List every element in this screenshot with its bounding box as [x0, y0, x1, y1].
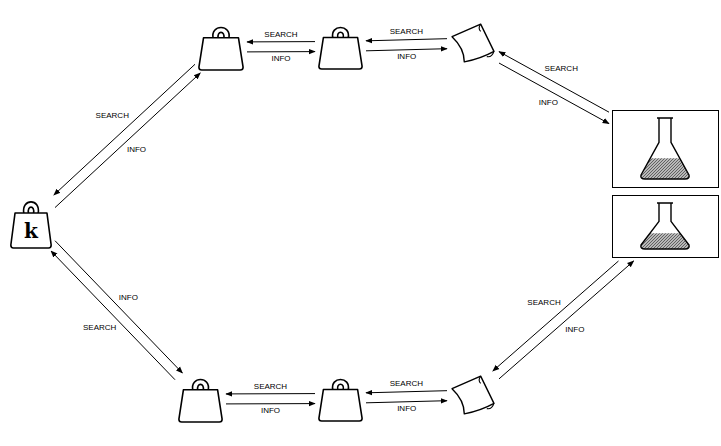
flow-label: SEARCH: [389, 380, 424, 388]
weight-outline: [198, 24, 244, 70]
text-holder: [318, 390, 363, 422]
flow-arrow: [493, 261, 619, 371]
flow-label: SEARCH: [82, 324, 117, 332]
flow-label: INFO: [270, 55, 291, 63]
flow-arrow: [366, 49, 447, 51]
certificate-sheet: [450, 374, 496, 416]
flow-arrow: [226, 403, 315, 404]
reference-weight: [198, 24, 244, 70]
text-holder: [613, 214, 718, 257]
text-holder: [450, 35, 496, 64]
flow-label: SEARCH: [263, 31, 298, 39]
laboratory-box: [612, 110, 719, 188]
reference-weight: [318, 24, 363, 69]
text-holder: k: [10, 213, 52, 248]
reference-weight: [178, 376, 223, 422]
flow-arrow: [55, 73, 200, 208]
paper-outline: [450, 22, 496, 64]
flow-arrow: [499, 52, 609, 113]
flow-arrow: [247, 41, 315, 42]
flow-label: INFO: [260, 407, 281, 415]
flow-label: INFO: [126, 146, 147, 154]
flow-arrow: [247, 51, 315, 52]
weight-outline: [318, 24, 363, 69]
paper-outline: [450, 374, 496, 416]
text-holder: [450, 387, 496, 416]
flow-arrow: [54, 64, 195, 195]
flow-label: SEARCH: [389, 28, 424, 36]
flow-arrow: [51, 251, 175, 380]
flow-label: INFO: [538, 99, 559, 107]
kilogram-standard: k: [10, 198, 52, 248]
flow-label: INFO: [396, 405, 417, 413]
text-holder: [613, 134, 718, 187]
weight-outline: [318, 376, 363, 421]
flow-arrow: [55, 241, 182, 373]
weight-outline: [178, 376, 223, 422]
flow-label: SEARCH: [253, 383, 288, 391]
flow-arrow: [499, 261, 634, 379]
flask-outline: [613, 111, 717, 186]
flow-arrow: [366, 391, 447, 393]
reference-weight: [318, 376, 363, 421]
flow-label: INFO: [396, 53, 417, 61]
text-holder: [318, 38, 363, 70]
flask-outline: [613, 196, 717, 256]
flow-label: SEARCH: [526, 299, 561, 307]
flow-arrow: [366, 401, 447, 403]
laboratory-box: [612, 195, 719, 258]
weight-symbol-letter: k: [24, 221, 38, 241]
flow-arrow: [226, 393, 315, 394]
text-holder: [178, 390, 223, 422]
flow-arrow: [366, 39, 447, 41]
text-holder: [198, 38, 244, 70]
certificate-sheet: [450, 22, 496, 64]
flow-label: SEARCH: [95, 112, 130, 120]
flow-label: INFO: [564, 326, 585, 334]
flow-arrow: [499, 63, 609, 124]
flow-label: INFO: [118, 294, 139, 302]
flow-label: SEARCH: [544, 65, 579, 73]
